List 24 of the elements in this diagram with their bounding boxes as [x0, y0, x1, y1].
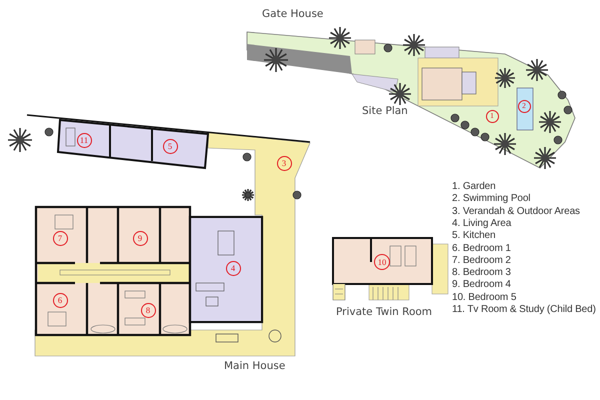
plan-caption: Gate House — [262, 8, 324, 20]
key-item: 3. Verandah & Outdoor Areas — [452, 206, 580, 217]
key-item: 2. Swimming Pool — [452, 193, 530, 204]
plan-caption: Main House — [224, 360, 286, 372]
callout-number: 10 — [374, 254, 390, 270]
callout-number: 4 — [226, 260, 240, 276]
callout-number: 6 — [52, 292, 68, 308]
key-item: 1. Garden — [452, 181, 496, 192]
key-item: 4. Living Area — [452, 218, 512, 229]
key-item: 6. Bedroom 1 — [452, 242, 511, 254]
callout-number: 9 — [132, 230, 148, 246]
callout-number: 5 — [162, 138, 178, 154]
key-item: 7. Bedroom 2 — [452, 254, 511, 266]
callout-number: 8 — [140, 302, 156, 318]
callout-number: 7 — [52, 230, 68, 246]
plan-caption: Site Plan — [362, 105, 408, 117]
plan-caption: Private Twin Room — [336, 306, 432, 318]
key-item: 11. Tv Room & Study (Child Bed) — [452, 304, 596, 315]
callout-number: 3 — [276, 156, 292, 170]
key-item: 5. Kitchen — [452, 230, 496, 242]
key-item: 9. Bedroom 4 — [452, 279, 511, 290]
key-item: 8. Bedroom 3 — [452, 267, 511, 278]
key-item: 10. Bedroom 5 — [452, 292, 516, 303]
callout-number: 11 — [76, 132, 92, 148]
